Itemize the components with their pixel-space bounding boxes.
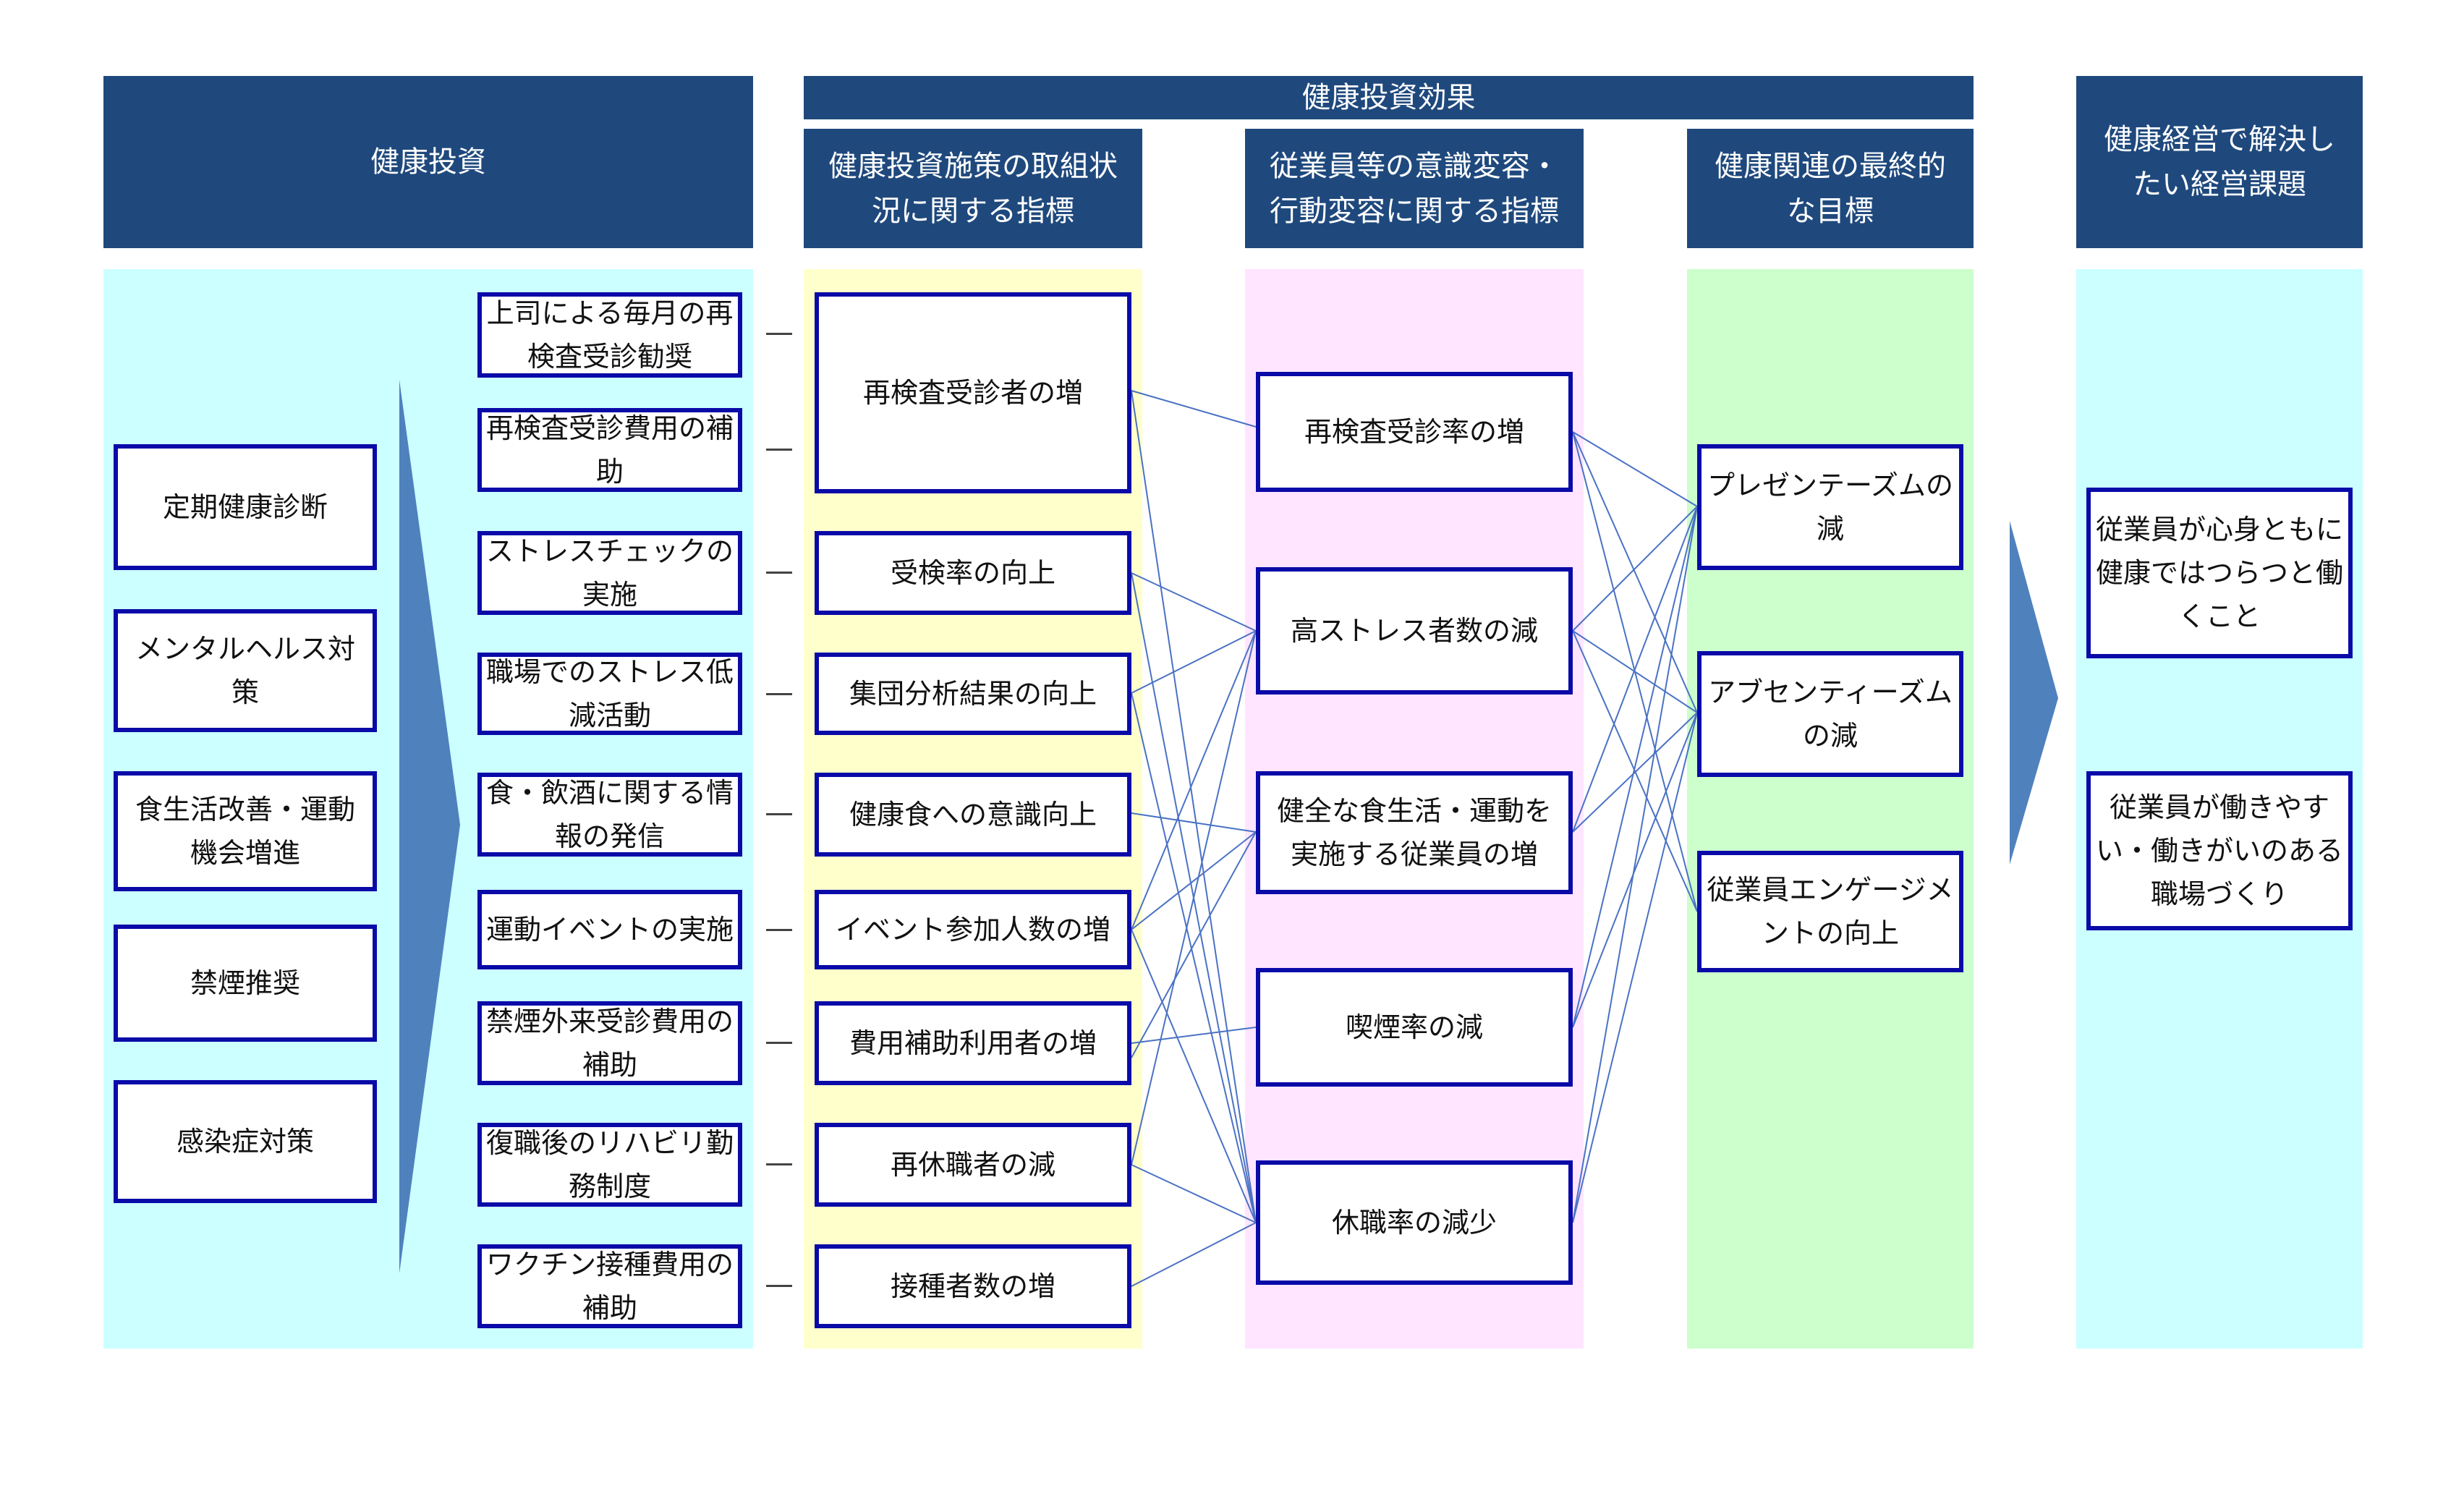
connector-line <box>1572 506 1698 1028</box>
goal-item: 従業員エンゲージメントの向上 <box>1697 851 1963 972</box>
awareness-item: 高ストレス者数の減 <box>1256 567 1573 695</box>
measure-item: 職場でのストレス低減活動 <box>477 653 742 735</box>
header-awareness-indicators: 従業員等の意識変容・行動変容に関する指標 <box>1245 129 1584 248</box>
connector-line <box>1131 929 1257 1223</box>
initiative-item: 接種者数の増 <box>815 1244 1131 1328</box>
connector-line <box>1131 692 1257 1223</box>
dash <box>766 813 792 815</box>
initiative-item: 費用補助利用者の増 <box>815 1001 1131 1085</box>
dash <box>766 572 792 574</box>
header-initiative-indicators: 健康投資施策の取組状況に関する指標 <box>804 129 1142 248</box>
awareness-item: 喫煙率の減 <box>1256 968 1573 1087</box>
connector-line <box>1131 1164 1257 1223</box>
connector-line <box>1131 572 1257 632</box>
measure-item: ストレスチェックの実施 <box>477 531 742 615</box>
measure-item: 食・飲酒に関する情報の発信 <box>477 773 742 857</box>
issue-item: 従業員が働きやすい・働きがいのある職場づくり <box>2086 771 2353 930</box>
investment-item: 禁煙推奨 <box>114 925 377 1042</box>
measure-item: 復職後のリハビリ勤務制度 <box>477 1123 742 1207</box>
dash <box>766 929 792 931</box>
measure-item: 再検査受診費用の補助 <box>477 408 742 492</box>
initiative-item: イベント参加人数の増 <box>815 890 1131 969</box>
measure-item: 禁煙外来受診費用の補助 <box>477 1001 742 1085</box>
measure-item: 上司による毎月の再検査受診勧奨 <box>477 292 742 378</box>
connector-line <box>1131 1222 1257 1287</box>
connector-line <box>1131 390 1257 428</box>
initiative-item: 再検査受診者の増 <box>815 292 1131 493</box>
connector-line <box>1131 812 1257 833</box>
connector-line <box>1131 390 1257 1223</box>
header-investment: 健康投資 <box>103 76 753 248</box>
connector-line <box>1131 831 1257 930</box>
connector-line <box>1572 630 1698 912</box>
investment-item: 定期健康診断 <box>114 444 377 570</box>
connector-line <box>1131 1027 1257 1044</box>
connector-line <box>1572 431 1698 507</box>
dash <box>766 333 792 335</box>
connector-line <box>1131 630 1257 1165</box>
dash <box>766 693 792 695</box>
investment-item: メンタルヘルス対策 <box>114 609 377 732</box>
goal-item: アブセンティーズムの減 <box>1697 651 1963 777</box>
initiative-item: 集団分析結果の向上 <box>815 653 1131 735</box>
awareness-item: 健全な食生活・運動を実施する従業員の増 <box>1256 771 1573 894</box>
connector-line <box>1572 506 1698 632</box>
initiative-item: 健康食への意識向上 <box>815 773 1131 857</box>
issue-item: 従業員が心身ともに健康ではつらつと働くこと <box>2086 488 2353 658</box>
investment-item: 感染症対策 <box>114 1080 377 1203</box>
goal-item: プレゼンテーズムの減 <box>1697 444 1963 570</box>
connector-line <box>1572 712 1698 1028</box>
dash <box>766 449 792 451</box>
initiative-item: 受検率の向上 <box>815 531 1131 615</box>
header-management-issues: 健康経営で解決したい経営課題 <box>2076 76 2363 248</box>
header-final-goals: 健康関連の最終的な目標 <box>1687 129 1974 248</box>
connector-line <box>1572 712 1698 1223</box>
awareness-item: 再検査受診率の増 <box>1256 372 1573 492</box>
connector-line <box>1131 630 1257 694</box>
initiative-item: 再休職者の減 <box>815 1123 1131 1207</box>
investment-item: 食生活改善・運動機会増進 <box>114 771 377 891</box>
connector-line <box>1572 431 1698 713</box>
connector-line <box>1572 506 1698 1223</box>
connector-line <box>1131 831 1257 1058</box>
awareness-item: 休職率の減少 <box>1256 1160 1573 1285</box>
connector-line <box>1572 431 1698 912</box>
measure-item: ワクチン接種費用の補助 <box>477 1244 742 1328</box>
connector-line <box>1131 630 1257 930</box>
measure-item: 運動イベントの実施 <box>477 890 742 969</box>
dash <box>766 1285 792 1287</box>
dash <box>766 1163 792 1165</box>
dash <box>766 1042 792 1044</box>
header-effects: 健康投資効果 <box>804 76 1974 119</box>
